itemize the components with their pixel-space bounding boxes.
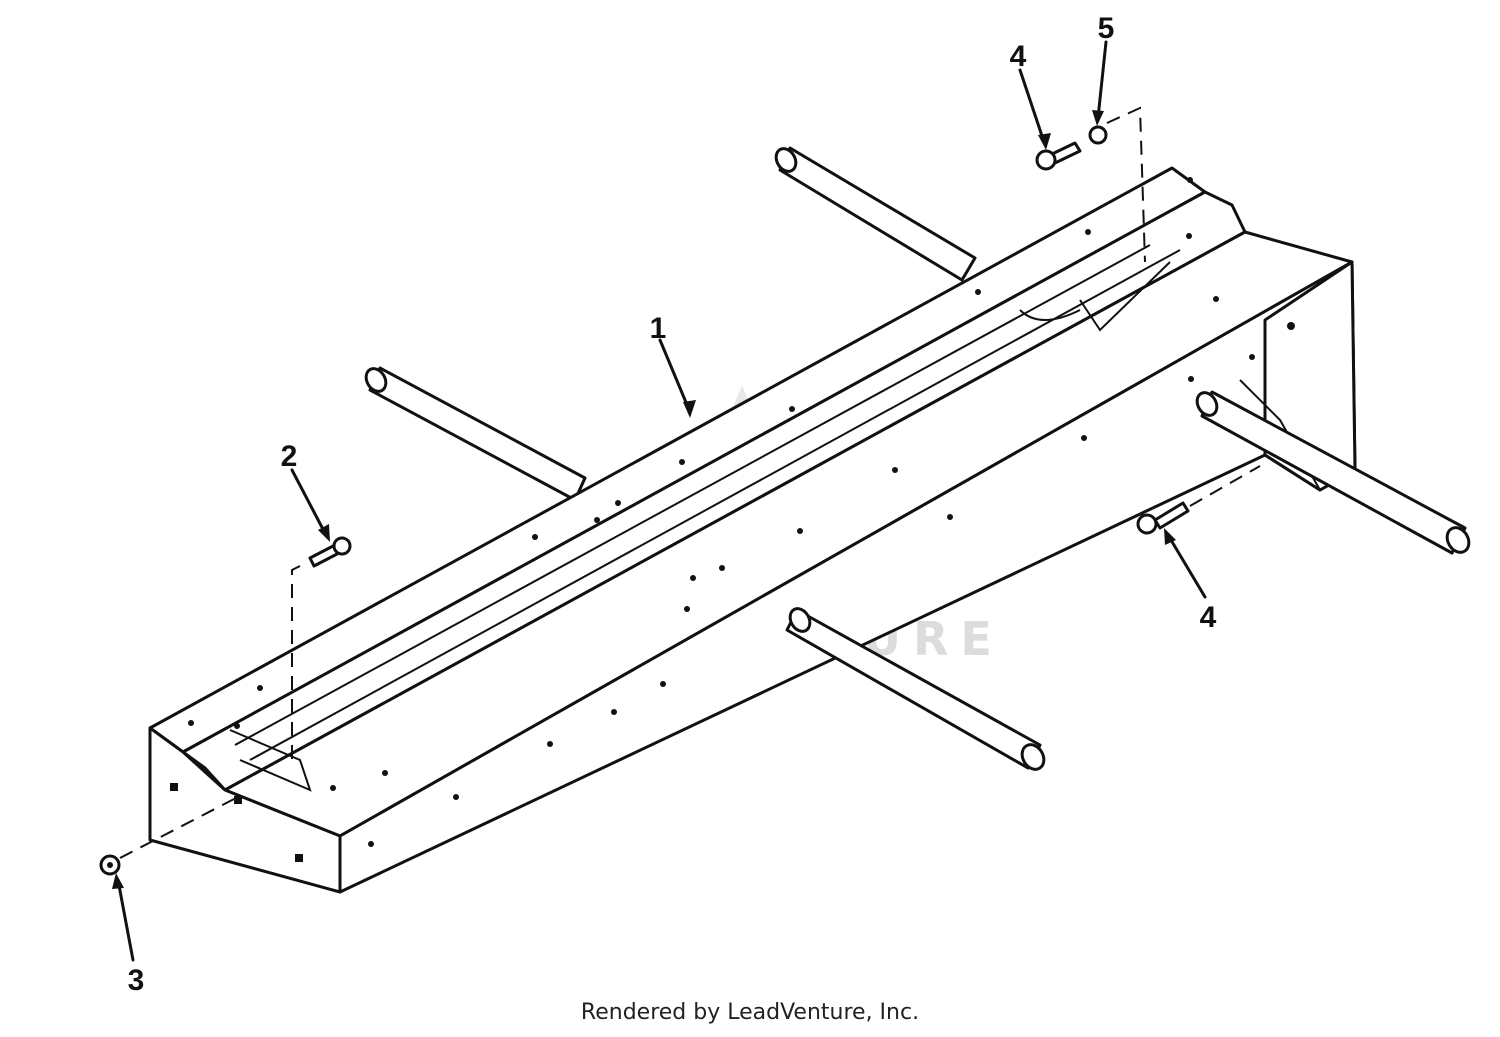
callout-leaders — [112, 40, 1207, 962]
bolt-part-4-right — [1136, 501, 1190, 535]
hardware — [99, 106, 1261, 876]
nut-part-3 — [99, 854, 121, 876]
frame-assembly — [148, 166, 1357, 894]
footer-credit: Rendered by LeadVenture, Inc. — [580, 1000, 920, 1025]
frame-holes — [170, 177, 1295, 862]
bolt-part-4-top — [1035, 141, 1082, 171]
callout-1: 1 — [650, 312, 667, 345]
callout-5: 5 — [1098, 12, 1115, 45]
front-axle-bars — [785, 390, 1471, 771]
callout-2: 2 — [281, 440, 298, 473]
washer-part-5 — [1088, 125, 1108, 145]
callout-4-right: 4 — [1200, 601, 1217, 634]
callout-4-top: 4 — [1010, 40, 1027, 73]
callouts: 1 2 3 4 5 4 — [128, 12, 1217, 997]
bolt-part-2 — [308, 536, 352, 568]
callout-3: 3 — [128, 964, 145, 997]
